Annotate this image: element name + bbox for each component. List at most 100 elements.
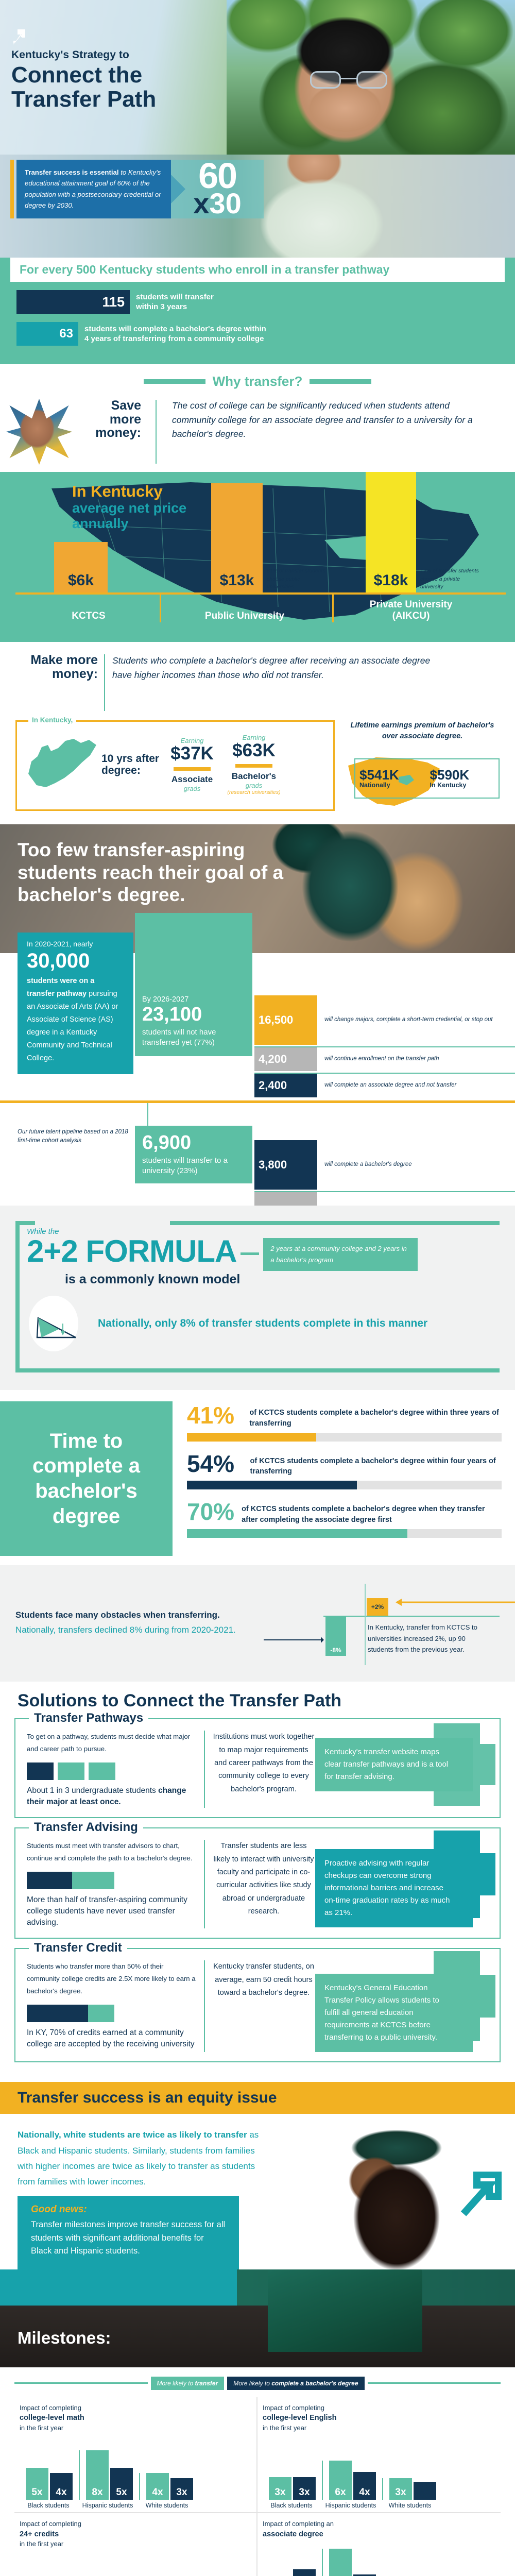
pie-chart-8-percent	[27, 1295, 89, 1352]
lifetime-earnings-box: $541K Nationally $590K In Kentucky	[354, 758, 500, 799]
vertical-divider	[204, 1960, 205, 2053]
panel-col1-bottom-bold: change their major at least once.	[27, 1786, 186, 1807]
panel-col2: Kentucky transfer students, on average, …	[213, 1962, 314, 1997]
earnings-lead: 10 yrs after degree:	[101, 752, 160, 777]
bar-rest	[88, 2005, 114, 2023]
time-to-degree-pct: 41%	[187, 1402, 235, 1429]
divider	[174, 767, 211, 771]
funnel-note: Our future talent pipeline based on a 20…	[18, 1129, 128, 1144]
equity-text-bold: Nationally, white students are twice as …	[18, 2130, 247, 2140]
axis-tick	[332, 592, 334, 622]
bar-private-university: $18k	[366, 472, 416, 592]
time-to-degree-item: 41% of KCTCS students complete a bachelo…	[187, 1402, 502, 1442]
lifetime-value-kentucky: $590K	[430, 767, 470, 783]
bar-group-white: 3x 2x	[382, 2478, 442, 2500]
panel-col2: Transfer students are less likely to int…	[213, 1842, 314, 1916]
caption-top: Impact of completing	[20, 2403, 81, 2412]
funnel-breakdown-desc: will change majors, complete a short-ter…	[324, 1016, 493, 1023]
time-to-degree-text: of KCTCS students complete a bachelor's …	[250, 1456, 496, 1476]
funnel-breakdown-value: 3,800	[254, 1140, 317, 1190]
time-to-degree-item: 54% of KCTCS students complete a bachelo…	[187, 1452, 502, 1490]
solutions-section: Solutions to Connect the Transfer Path T…	[0, 1682, 515, 2082]
bar-public-university: $13k	[211, 483, 263, 592]
bar-group-hispanic: 8x 5x	[79, 2450, 139, 2500]
bar-national-decline: -8%	[325, 1617, 346, 1656]
milestones-heading: Milestones:	[18, 2328, 111, 2347]
legend-bachelor: More likely to complete a bachelor's deg…	[227, 2376, 365, 2390]
panel-col1-top: Students must meet with transfer advisor…	[27, 1842, 193, 1862]
goal-stat-number: 60 x30	[171, 158, 264, 218]
block-empty	[89, 1762, 115, 1781]
funnel-breakdown-desc: will continue enrollment on the transfer…	[324, 1056, 439, 1062]
bar-group-black: 3x 3x	[263, 2477, 322, 2500]
bar-transfer: 9x	[329, 2549, 352, 2576]
legend-bachelor-bold: complete a bachelor's degree	[271, 2379, 358, 2387]
caption-bottom: in the first year	[20, 2540, 64, 2548]
panel-col1-top: To get on a pathway, students must decid…	[27, 1733, 191, 1753]
bar-kctcs: $6k	[54, 542, 108, 592]
solutions-heading: Solutions to Connect the Transfer Path	[18, 1691, 342, 1711]
bar-bachelor: 6x	[293, 2569, 316, 2576]
funnel-breakdown-value: 2,400	[254, 1074, 317, 1098]
earnings-sub-bachelor: grads	[245, 781, 263, 789]
goal-stat-text: Transfer success is essential to Kentuck…	[10, 160, 171, 218]
funnel-breakdown-row: 16,500 will change majors, complete a sh…	[254, 995, 515, 1045]
funnel-breakdown-row: 3,800 will complete a bachelor's degree	[254, 1140, 515, 1190]
formula-22-frame: While the 2+2 FORMULA 2 years at a commu…	[15, 1221, 500, 1373]
caption-bold: college-level English	[263, 2414, 337, 2422]
legend-bachelor-plain: More likely to	[233, 2379, 272, 2387]
caption-bold: associate degree	[263, 2530, 323, 2538]
category-label-kctcs: KCTCS	[72, 610, 106, 621]
earnings-section: In Kentucky, 10 yrs after degree: Earnin…	[0, 715, 515, 825]
us-map-gold-icon	[348, 757, 440, 806]
hero-section: Kentucky's Strategy to Connect the Trans…	[0, 0, 515, 155]
formula-headline: 2+2 FORMULA	[27, 1234, 237, 1269]
pathway-banner: For every 500 Kentucky students who enro…	[10, 258, 505, 282]
block-filled	[27, 1762, 54, 1781]
formula-stat: Nationally, only 8% of transfer students…	[98, 1317, 428, 1330]
equity-heading: Transfer success is an equity issue	[18, 2089, 277, 2107]
funnel-breakdown-row: 4,200 will continue enrollment on the tr…	[254, 1047, 515, 1072]
transfer-pathway-stats-section: For every 500 Kentucky students who enro…	[0, 258, 515, 364]
formula-note: 2 years at a community college and 2 yea…	[263, 1238, 418, 1272]
panel-transfer-credit: Transfer Credit Students who transfer mo…	[14, 1941, 501, 2063]
panel-column-1: Students must meet with transfer advisor…	[27, 1840, 197, 1928]
caption-top: Impact of completing an	[263, 2520, 334, 2528]
lifetime-label-national: Nationally	[359, 782, 390, 789]
bar-group-black: 2x 6x	[263, 2569, 322, 2576]
seventy-percent-bar-graphic	[27, 2005, 114, 2023]
obstacles-section: Students face many obstacles when transf…	[0, 1565, 515, 1682]
make-more-money-text: Students who complete a bachelor's degre…	[112, 655, 431, 680]
bar-bachelor: 4x	[353, 2472, 376, 2500]
earnings-sub2-bachelor: (research universities)	[227, 789, 281, 795]
time-to-degree-text: of KCTCS students complete a bachelor's …	[249, 1409, 499, 1428]
bar-chart: 2x 6x 9x 5x 3x 4x	[263, 2545, 495, 2576]
earnings-associate: Earning $37K Associate grads	[162, 737, 222, 792]
divider-left	[143, 379, 205, 384]
goal-stat-rest: to Kentucky's educational attainment goa…	[25, 168, 161, 210]
legend-transfer-bold: transfer	[195, 2379, 218, 2387]
divider	[241, 1252, 260, 1256]
bar-chart: 5x 4x 8x 5x 4x 3x	[20, 2438, 251, 2500]
divider	[367, 2382, 501, 2384]
panel-col1-bottom-plain: About 1 in 3 undergraduate students	[27, 1786, 159, 1795]
divider-right	[310, 379, 372, 384]
funnel-year: In 2020-2021, nearly	[27, 940, 93, 948]
panel-column-1: Students who transfer more than 50% of t…	[27, 1960, 197, 2050]
arrow-up-right-icon	[11, 28, 26, 47]
panel-callout: Kentucky's General Education Transfer Po…	[315, 1974, 473, 2053]
bar-transfer: 6x	[329, 2461, 352, 2500]
bar-chart: 2x 4x 5x 4x 3x 3x	[20, 2554, 251, 2576]
funnel-not-transferred-detail: students will not have transferred yet (…	[142, 1027, 216, 1047]
chart-associate-degree: Impact of completing an associate degree…	[258, 2513, 501, 2576]
caption-bottom: in the first year	[263, 2424, 307, 2432]
lifetime-value-national: $541K	[359, 767, 399, 783]
note-public-universities: 81% of transfer students choose public u…	[267, 567, 325, 590]
panel-callout: Proactive advising with regular checkups…	[315, 1849, 473, 1928]
x-axis: Black students Hispanic students White s…	[263, 2502, 495, 2509]
vertical-divider	[204, 1731, 205, 1808]
divider	[254, 1046, 515, 1048]
